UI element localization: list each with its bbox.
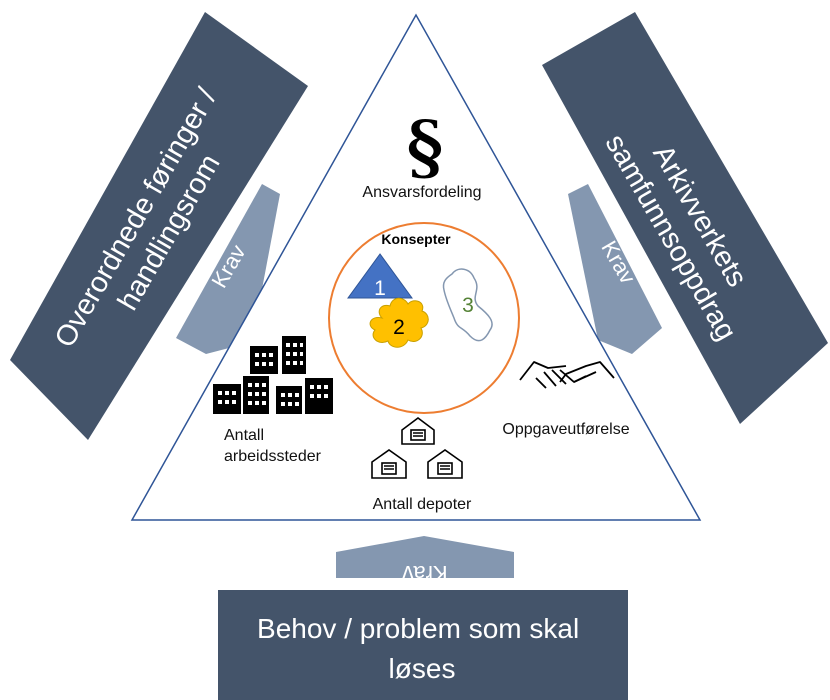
- depots-icon: [371, 417, 463, 479]
- handshake-icon: [519, 361, 615, 389]
- concept-1-number: 1: [374, 277, 386, 300]
- oppgaveutforelse-label: Oppgaveutførelse: [502, 421, 629, 438]
- bottom-krav-label: Krav: [402, 561, 447, 586]
- svg-text:Antall arbeidssteder: Antall arbeidssteder: [224, 427, 322, 465]
- antall-depoter-label: Antall depoter: [373, 496, 472, 513]
- bottom-box-line2: løses: [389, 653, 456, 684]
- bottom-context-box: Behov / problem som skal løses: [218, 590, 628, 700]
- buildings-icon: [213, 336, 333, 414]
- bottom-box-line1: Behov / problem som skal: [257, 613, 579, 644]
- paragraph-icon: §: [406, 104, 444, 189]
- arbeidssteder-label-line2: arbeidssteder: [224, 448, 322, 465]
- concepts-title: Konsepter: [381, 231, 451, 247]
- bottom-krav-arrow: Krav: [336, 536, 514, 586]
- concept-3-map: 3: [442, 268, 493, 342]
- ansvarsfordeling-label: Ansvarsfordeling: [362, 184, 481, 201]
- arbeidssteder-label-line1: Antall: [224, 427, 264, 444]
- concept-2-number: 2: [393, 316, 405, 339]
- concept-3-number: 3: [462, 294, 474, 317]
- concept-2-cloud: 2: [369, 297, 429, 348]
- svg-text:Behov / problem som skal: Behov / problem som skal løses: [257, 613, 587, 684]
- concept-1-triangle: 1: [347, 253, 413, 300]
